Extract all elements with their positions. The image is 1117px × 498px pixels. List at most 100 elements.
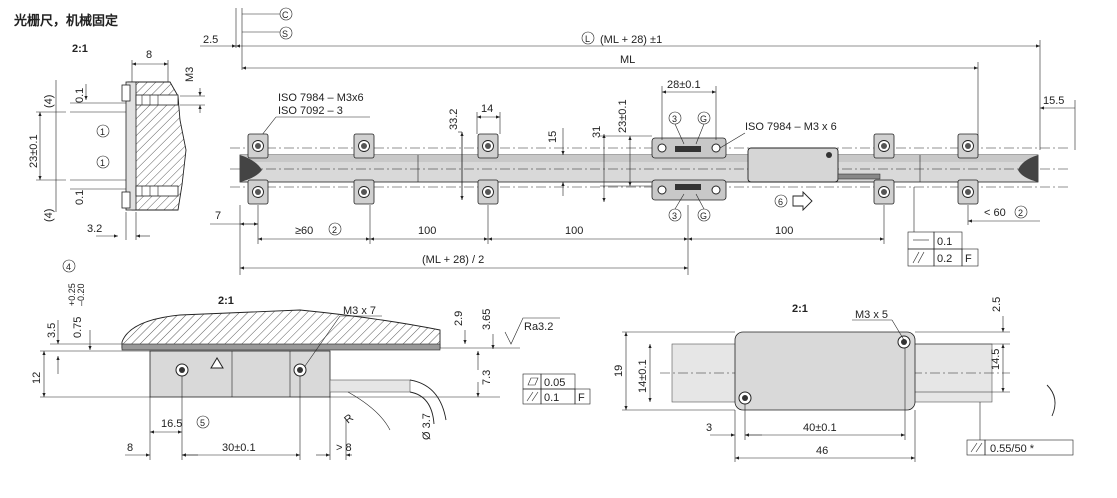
tol-straightness: 0.1 [937,236,952,248]
label-m3x5: M3 x 5 [855,309,888,321]
datum-l-marker [581,31,595,45]
dim-30: 30±0.1 [222,442,256,454]
rotation-arrow-icon [1046,384,1056,417]
hatched-mount [121,309,441,349]
svg-text:2: 2 [332,225,337,235]
screw-icon [353,133,375,159]
dim-m3: M3 [184,67,196,82]
dim-40: 40±0.1 [803,422,837,434]
dim-tol-minus: –0.20 [76,283,86,306]
head-side-view: 4 2:1 R M3 x 7 2.9 3.65 Ra3.2 12 3.5 [31,259,591,460]
dim-46: 46 [816,445,828,457]
end-cap-left [240,155,262,182]
marker-2-left [328,222,342,236]
head-housing [734,331,916,411]
side-scale-label: 2:1 [218,295,234,307]
dim-r: R [342,412,356,426]
dim-lt60: < 60 [984,207,1006,219]
cable [837,173,881,180]
dim-total-length: (ML + 28) ±1 [600,34,662,46]
dim-075: 0.75 [72,317,84,338]
drawing-title: 光栅尺，机械固定 [13,13,118,28]
dim-ge60: ≥60 [295,225,313,237]
head-front-view: 2:1 M3 x 5 2.5 14.5 19 14±0.1 3 40±0.1 4… [613,297,1074,462]
dim-23-head: 23±0.1 [617,99,629,133]
dim-31: 31 [591,126,603,138]
tol-parallel-3: 0.55/50 * [990,443,1035,455]
dim-15: 15 [547,131,559,143]
dim-100-1: 100 [418,225,436,237]
svg-text:C: C [282,10,289,20]
dim-01-bottom: 0.1 [74,190,86,205]
svg-text:6: 6 [778,197,783,207]
screw-top [135,94,179,106]
iso-label-1: ISO 7984 – M3x6 [278,92,364,104]
motion-arrow-icon [792,190,813,212]
dim-100-2: 100 [565,225,583,237]
dim-4-bottom: (4) [43,209,55,222]
front-scale-label-2: 2:1 [792,303,808,315]
marker-1-bottom [96,155,110,169]
dim-35: 3.5 [46,323,58,338]
dim-332: 33.2 [448,109,460,130]
dim-145: 14.5 [990,349,1002,370]
dim-19: 19 [613,365,625,377]
svg-text:1: 1 [100,127,105,137]
dim-gt8: > 8 [336,442,352,454]
svg-text:L: L [585,34,590,44]
tol-parallel-2: 0.1 [544,392,559,404]
dim-165: 16.5 [161,418,182,430]
tol-flatness: 0.05 [544,377,565,389]
dim-25-r: 2.5 [991,297,1003,312]
dim-7: 7 [215,210,221,222]
marker-1-top [96,124,110,138]
dim-29: 2.9 [453,311,465,326]
marker-2-right [1014,205,1028,219]
cable-side [329,379,411,393]
dim-100-3: 100 [775,225,793,237]
svg-text:S: S [282,29,288,39]
dim-half: (ML + 28) / 2 [422,254,484,266]
dim-28: 28±0.1 [667,79,701,91]
screw-icon [247,133,269,159]
screw-icon [873,179,895,205]
svg-text:5: 5 [200,418,205,428]
svg-text:4: 4 [66,262,71,272]
svg-text:3: 3 [672,114,677,124]
screw-icon [477,179,499,205]
svg-text:2: 2 [1018,208,1023,218]
screw-icon [477,133,499,159]
scale-body-section [125,81,137,211]
marker-4 [62,259,76,273]
iso-label-3: ISO 7984 – M3 x 6 [745,121,837,133]
dim-8: 8 [146,49,152,61]
iso-label-2: ISO 7092 – 3 [278,105,343,117]
reading-head [747,147,839,183]
roughness-symbol-icon [504,317,560,345]
dim-14: 14 [481,103,493,115]
warning-triangle-icon [210,357,224,369]
svg-text:1: 1 [100,158,105,168]
marker-5 [196,415,210,429]
flatness-icon [527,377,539,386]
marker-6 [774,194,788,208]
roughness-value: Ra3.2 [524,321,553,333]
dim-12: 12 [31,372,43,384]
svg-text:F: F [578,392,585,404]
hatched-profile [127,81,187,211]
front-section-view: 2:1 8 M3 (4) 0.1 23±0.1 1 1 0.1 (4) 3.2 [28,43,205,240]
screw-icon [957,179,979,205]
svg-text:3: 3 [672,211,677,221]
dim-ml: ML [620,54,635,66]
dim-8-side: 8 [127,442,133,454]
dim-tol-plus: +0.25 [67,283,77,306]
datum-s-marker [279,26,293,40]
front-scale-label: 2:1 [72,43,88,55]
dim-32: 3.2 [87,223,102,235]
tol-parallel: 0.2 [937,253,952,265]
datum-c-marker [279,7,293,21]
dim-73: 7.3 [481,370,493,385]
screw-icon [957,133,979,159]
